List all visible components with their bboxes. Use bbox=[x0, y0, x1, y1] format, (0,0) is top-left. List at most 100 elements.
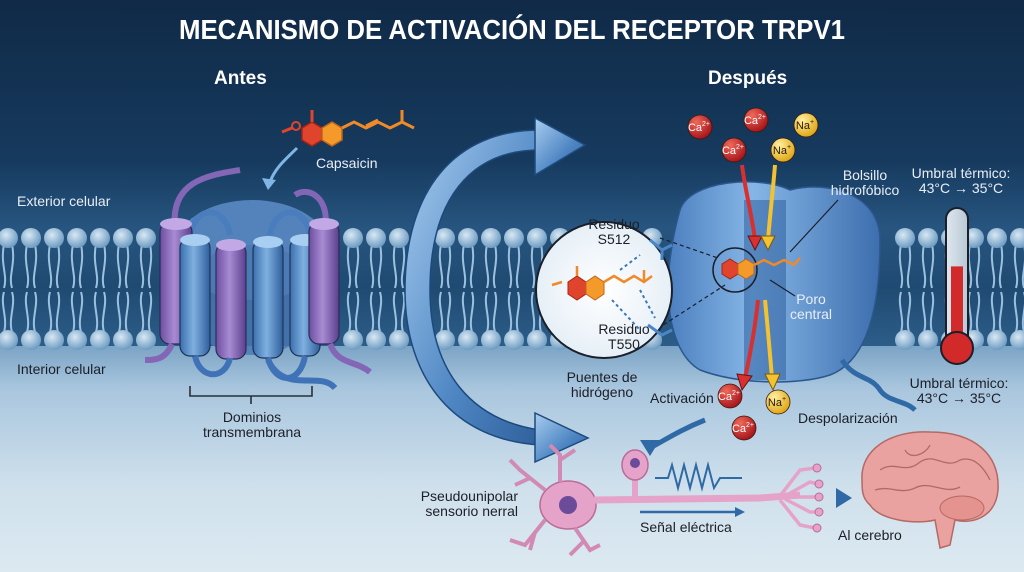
lipid-head bbox=[0, 228, 18, 248]
activation-label: Activación bbox=[650, 390, 714, 406]
lipid-tail bbox=[70, 291, 84, 333]
brain-icon bbox=[861, 431, 999, 549]
hbond-label-line2: hidrógeno bbox=[570, 384, 634, 401]
lipid-tail bbox=[392, 291, 406, 333]
svg-text:Na+: Na+ bbox=[796, 119, 814, 132]
lipid-head bbox=[458, 228, 478, 248]
lipid-tail bbox=[898, 243, 912, 289]
binding-site-magnifier bbox=[535, 221, 673, 359]
lipid-head bbox=[136, 228, 156, 248]
lipid-tail bbox=[990, 291, 1004, 333]
domains-bracket bbox=[189, 386, 313, 404]
lipid-tail bbox=[24, 243, 38, 289]
lipid-head bbox=[21, 330, 41, 350]
helix bbox=[252, 236, 284, 359]
lipid-tail bbox=[93, 243, 107, 289]
domains-label-line1: Dominios bbox=[222, 409, 282, 425]
binding-arrow bbox=[268, 146, 299, 183]
lipid-tail bbox=[484, 243, 498, 289]
residue1-line1: Residuo bbox=[588, 216, 640, 232]
lipid-head bbox=[481, 330, 501, 350]
lipid-head bbox=[895, 330, 915, 350]
lipid-head bbox=[90, 228, 110, 248]
hbond-label-line1: Puentes de bbox=[566, 369, 638, 385]
lipid-head bbox=[1010, 228, 1024, 248]
pore-pointer bbox=[769, 279, 796, 297]
diagram-title: MECANISMO DE ACTIVACIÓN DEL RECEPTOR TRP… bbox=[178, 14, 846, 45]
exterior-label: Exterior celular bbox=[17, 193, 111, 209]
pore-label-line1: Poro bbox=[796, 291, 826, 307]
action-potential-wave bbox=[655, 461, 742, 492]
lipid-tail bbox=[438, 243, 452, 289]
neuron-label-line1: Pseudounipolar bbox=[420, 488, 518, 504]
ion-flow-arrows bbox=[736, 164, 781, 392]
brain-label: Al cerebro bbox=[838, 527, 902, 543]
lipid-tail bbox=[346, 243, 360, 289]
capsaicin-label: Capsaicin bbox=[316, 155, 378, 171]
lipid-head bbox=[389, 228, 409, 248]
lipid-tail bbox=[1, 291, 15, 333]
lipid-tail bbox=[507, 291, 521, 333]
lipid-head bbox=[44, 228, 64, 248]
thermometer-icon bbox=[940, 207, 974, 365]
lipid-head bbox=[527, 228, 547, 248]
calcium-ion: Ca2+ bbox=[731, 415, 757, 441]
lipid-tail bbox=[967, 243, 981, 289]
thermal-threshold-bottom: Umbral térmico: 43°C → 35°C bbox=[900, 375, 1018, 407]
lipid-head bbox=[113, 330, 133, 350]
calcium-ion: Ca2+ bbox=[687, 114, 713, 140]
lipid-tail bbox=[369, 291, 383, 333]
thermal-threshold-top: Umbral térmico: 43°C → 35°C bbox=[902, 165, 1020, 197]
trpv1-closed-channel bbox=[144, 167, 372, 391]
lipid-tail bbox=[139, 291, 153, 333]
lipid-head bbox=[504, 228, 524, 248]
pocket-label-line2: hidrofóbico bbox=[830, 182, 900, 199]
helix bbox=[215, 239, 247, 360]
lipid-tail bbox=[47, 291, 61, 333]
before-heading: Antes bbox=[214, 68, 267, 89]
ions-extracellular: Ca2+Ca2+Na+Ca2+Na+ bbox=[687, 107, 819, 163]
lipid-tail bbox=[1013, 243, 1024, 289]
lipid-head bbox=[527, 330, 547, 350]
lipid-tail bbox=[369, 243, 383, 289]
domains-label: Dominios transmembrana bbox=[191, 409, 313, 441]
lipid-head bbox=[113, 228, 133, 248]
lipid-tail bbox=[461, 243, 475, 289]
thermal-top-line2: 43°C → 35°C bbox=[918, 180, 1004, 197]
sodium-ion: Na+ bbox=[765, 389, 791, 415]
lipid-tail bbox=[461, 291, 475, 333]
lipid-tail bbox=[507, 243, 521, 289]
lipid-head bbox=[136, 330, 156, 350]
domains-label-line2: transmembrana bbox=[202, 424, 302, 441]
transition-arrow bbox=[404, 116, 590, 464]
calcium-ion: Ca2+ bbox=[717, 383, 743, 409]
lipid-tail bbox=[70, 243, 84, 289]
residue2-line2: T550 bbox=[608, 336, 640, 353]
signal-arrow bbox=[648, 417, 706, 451]
thermal-top-line1: Umbral térmico: bbox=[911, 165, 1011, 181]
residue1-line2: S512 bbox=[597, 231, 631, 248]
lipid-head bbox=[44, 330, 64, 350]
lipid-head bbox=[67, 228, 87, 248]
lipid-tail bbox=[139, 243, 153, 289]
lipid-head bbox=[481, 228, 501, 248]
signal-arrow-head bbox=[640, 440, 660, 456]
signal-label: Señal eléctrica bbox=[640, 519, 732, 535]
neuron-label-line2: sensorio nerral bbox=[425, 503, 518, 520]
depolarization-label: Despolarización bbox=[798, 410, 898, 426]
lipid-head bbox=[435, 228, 455, 248]
lipid-head bbox=[918, 330, 938, 350]
lipid-tail bbox=[990, 243, 1004, 289]
lipid-head bbox=[435, 330, 455, 350]
lipid-tail bbox=[921, 291, 935, 333]
lipid-head bbox=[987, 330, 1007, 350]
lipid-head bbox=[343, 330, 363, 350]
lipid-head bbox=[366, 228, 386, 248]
lipid-tail bbox=[484, 291, 498, 333]
lipid-head bbox=[90, 330, 110, 350]
ions-intracellular: Ca2+ Na+ Ca2+ bbox=[717, 383, 791, 441]
residue-t550-label: Residuo T550 bbox=[594, 321, 654, 353]
lipid-head bbox=[343, 228, 363, 248]
lipid-head bbox=[1010, 330, 1024, 350]
